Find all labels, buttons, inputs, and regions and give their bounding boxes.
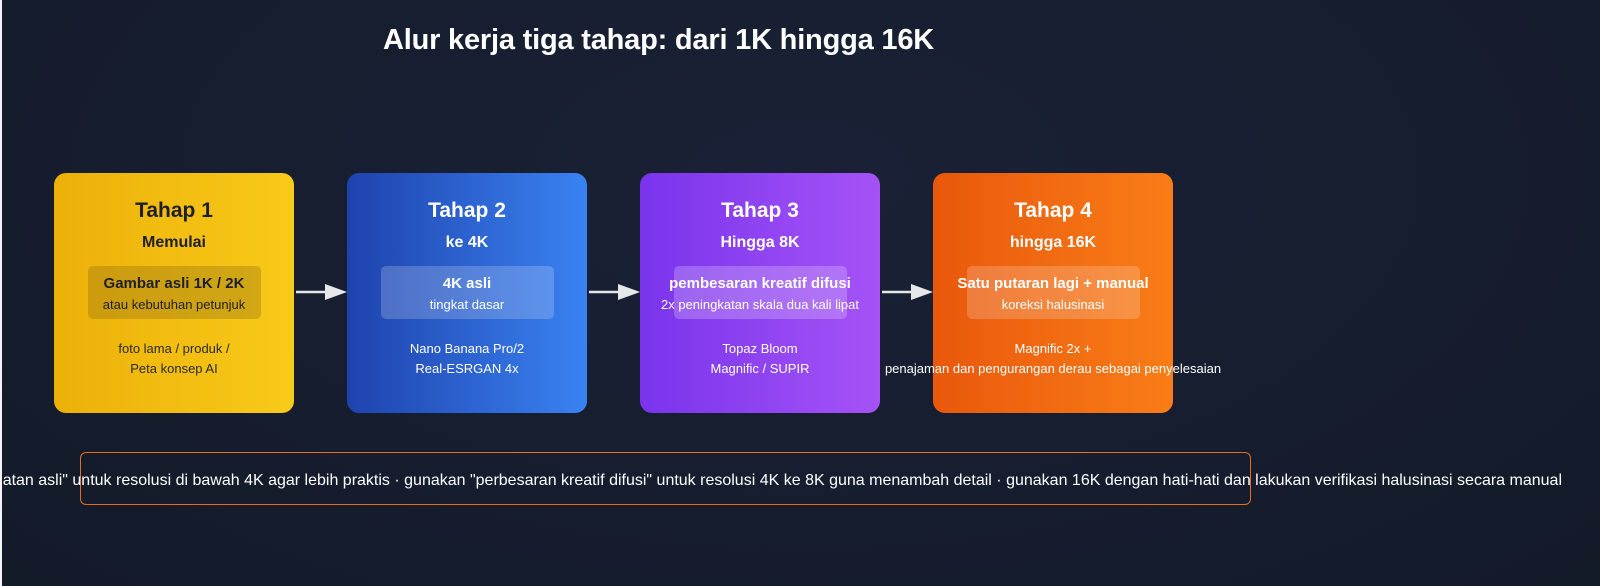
stage-footer-line-1: foto lama / produk / bbox=[118, 341, 230, 356]
stage-box-note: tingkat dasar bbox=[429, 297, 505, 312]
stage-card-1: Tahap 1 Memulai Gambar asli 1K / 2K atau… bbox=[54, 173, 294, 413]
stage-box-note: koreksi halusinasi bbox=[1001, 297, 1105, 312]
stage-box-title: Satu putaran lagi + manual bbox=[957, 275, 1149, 292]
diagram-title: Alur kerja tiga tahap: dari 1K hingga 16… bbox=[383, 24, 934, 56]
stage-footer-line-1: Nano Banana Pro/2 bbox=[409, 341, 525, 356]
stage-card-3: Tahap 3 Hingga 8K pembesaran kreatif dif… bbox=[640, 173, 880, 413]
stage-subtitle: hingga 16K bbox=[1009, 234, 1097, 251]
window-left-edge bbox=[0, 0, 2, 586]
stage-footer-line-1: Magnific 2x + bbox=[1014, 341, 1092, 356]
stage-box-title: Gambar asli 1K / 2K bbox=[103, 275, 245, 292]
stage-footer-line-1: Topaz Bloom bbox=[722, 341, 798, 356]
stage-highlight-box bbox=[967, 266, 1140, 319]
stage-subtitle: Memulai bbox=[141, 234, 206, 251]
stage-title: Tahap 3 bbox=[721, 199, 799, 222]
stage-highlight-box bbox=[674, 266, 847, 319]
stage-footer-line-2: Peta konsep AI bbox=[130, 361, 218, 376]
stage-title: Tahap 4 bbox=[1014, 199, 1092, 222]
stage-subtitle: Hingga 8K bbox=[720, 234, 800, 251]
stage-box-title: pembesaran kreatif difusi bbox=[669, 275, 851, 292]
stage-subtitle: ke 4K bbox=[445, 234, 489, 251]
arrow-right-icon bbox=[589, 284, 640, 300]
stage-card-4: Tahap 4 hingga 16K Satu putaran lagi + m… bbox=[885, 173, 1221, 413]
stage-box-title: 4K asli bbox=[442, 275, 492, 292]
stage-title: Tahap 2 bbox=[428, 199, 506, 222]
arrow-right-icon bbox=[882, 284, 933, 300]
stage-title: Tahap 1 bbox=[135, 199, 213, 222]
stage-highlight-box bbox=[88, 266, 261, 319]
note-text: atan asli" untuk resolusi di bawah 4K ag… bbox=[2, 472, 1562, 489]
stage-card-2: Tahap 2 ke 4K 4K asli tingkat dasar Nano… bbox=[347, 173, 587, 413]
stage-footer-line-2: Magnific / SUPIR bbox=[710, 361, 810, 376]
stage-footer-line-2: penajaman dan pengurangan derau sebagai … bbox=[884, 361, 1222, 376]
stage-box-note: 2x peningkatan skala dua kali lipat bbox=[660, 297, 860, 312]
stage-box-note: atau kebutuhan petunjuk bbox=[102, 297, 246, 312]
note-box bbox=[80, 452, 1251, 505]
stage-footer-line-2: Real-ESRGAN 4x bbox=[415, 361, 519, 376]
arrow-right-icon bbox=[296, 284, 347, 300]
stage-highlight-box bbox=[381, 266, 554, 319]
